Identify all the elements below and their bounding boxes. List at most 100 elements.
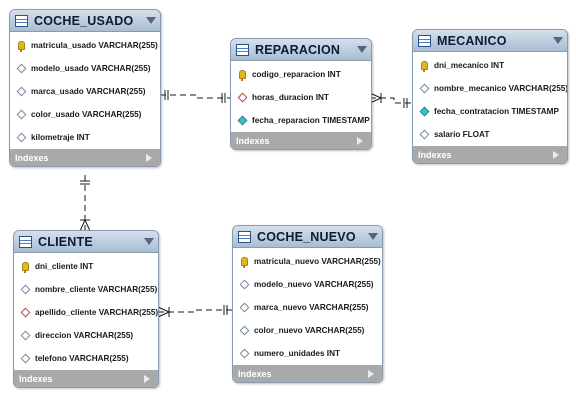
table-name: REPARACION <box>255 42 341 57</box>
indexes-section[interactable]: Indexes <box>413 146 567 163</box>
table-header[interactable]: REPARACION <box>231 39 371 61</box>
table-header[interactable]: COCHE_NUEVO <box>233 226 382 248</box>
table-header[interactable]: COCHE_USADO <box>10 10 160 32</box>
column-label: codigo_reparacion INT <box>252 70 341 79</box>
column-row[interactable]: modelo_nuevo VARCHAR(255) <box>233 273 382 296</box>
column-label: fecha_reparacion TIMESTAMP <box>252 116 370 125</box>
column-row[interactable]: codigo_reparacion INT <box>231 63 371 86</box>
column-label: matricula_nuevo VARCHAR(255) <box>254 257 381 266</box>
table-coche-nuevo[interactable]: COCHE_NUEVO matricula_nuevo VARCHAR(255)… <box>232 225 383 383</box>
column-diamond-icon <box>238 279 250 290</box>
table-icon <box>15 14 28 27</box>
column-diamond-icon <box>15 63 27 74</box>
column-label: color_usado VARCHAR(255) <box>31 110 142 119</box>
column-row[interactable]: nombre_cliente VARCHAR(255) <box>14 278 158 301</box>
column-label: horas_duracion INT <box>252 93 329 102</box>
table-icon <box>236 43 249 56</box>
column-label: telefono VARCHAR(255) <box>35 354 129 363</box>
collapse-arrow-icon[interactable] <box>368 233 378 240</box>
column-label: salario FLOAT <box>434 130 490 139</box>
foreign-key-diamond-icon <box>19 307 31 318</box>
collapse-arrow-icon[interactable] <box>357 46 367 53</box>
column-row[interactable]: fecha_contratacion TIMESTAMP <box>413 100 567 123</box>
column-diamond-icon <box>238 348 250 359</box>
filled-diamond-icon <box>236 115 248 126</box>
primary-key-icon <box>236 70 248 81</box>
column-diamond-icon <box>418 83 430 94</box>
collapse-arrow-icon[interactable] <box>144 238 154 245</box>
column-label: marca_nuevo VARCHAR(255) <box>254 303 369 312</box>
collapse-arrow-icon[interactable] <box>146 17 156 24</box>
column-list: dni_mecanico INT nombre_mecanico VARCHAR… <box>413 52 567 146</box>
column-diamond-icon <box>238 325 250 336</box>
indexes-label: Indexes <box>418 149 452 160</box>
table-name: CLIENTE <box>38 234 93 249</box>
column-row[interactable]: direccion VARCHAR(255) <box>14 324 158 347</box>
indexes-section[interactable]: Indexes <box>14 370 158 387</box>
column-row[interactable]: matricula_usado VARCHAR(255) <box>10 34 160 57</box>
expand-arrow-icon[interactable] <box>146 153 152 162</box>
table-header[interactable]: CLIENTE <box>14 231 158 253</box>
column-row[interactable]: salario FLOAT <box>413 123 567 146</box>
column-diamond-icon <box>19 330 31 341</box>
column-row[interactable]: matricula_nuevo VARCHAR(255) <box>233 250 382 273</box>
indexes-section[interactable]: Indexes <box>233 365 382 382</box>
column-diamond-icon <box>19 353 31 364</box>
column-label: fecha_contratacion TIMESTAMP <box>434 107 559 116</box>
column-label: apellido_cliente VARCHAR(255) <box>35 308 159 317</box>
table-header[interactable]: MECANICO <box>413 30 567 52</box>
column-row[interactable]: nombre_mecanico VARCHAR(255) <box>413 77 567 100</box>
column-row[interactable]: color_usado VARCHAR(255) <box>10 103 160 126</box>
column-row[interactable]: fecha_reparacion TIMESTAMP <box>231 109 371 132</box>
relationship-coche-usado-cliente[interactable] <box>79 175 91 232</box>
column-diamond-icon <box>15 86 27 97</box>
column-row[interactable]: numero_unidades INT <box>233 342 382 365</box>
indexes-section[interactable]: Indexes <box>231 132 371 149</box>
column-list: matricula_nuevo VARCHAR(255) modelo_nuev… <box>233 248 382 365</box>
column-row[interactable]: color_nuevo VARCHAR(255) <box>233 319 382 342</box>
primary-key-icon <box>238 257 250 268</box>
table-cliente[interactable]: CLIENTE dni_cliente INT nombre_cliente V… <box>13 230 159 388</box>
column-row[interactable]: modelo_usado VARCHAR(255) <box>10 57 160 80</box>
column-diamond-icon <box>418 129 430 140</box>
expand-arrow-icon[interactable] <box>553 150 559 159</box>
table-coche-usado[interactable]: COCHE_USADO matricula_usado VARCHAR(255)… <box>9 9 161 167</box>
column-diamond-icon <box>15 132 27 143</box>
column-label: nombre_mecanico VARCHAR(255) <box>434 84 568 93</box>
column-label: matricula_usado VARCHAR(255) <box>31 41 158 50</box>
column-row[interactable]: dni_cliente INT <box>14 255 158 278</box>
column-label: numero_unidades INT <box>254 349 340 358</box>
table-mecanico[interactable]: MECANICO dni_mecanico INT nombre_mecanic… <box>412 29 568 164</box>
collapse-arrow-icon[interactable] <box>553 37 563 44</box>
indexes-label: Indexes <box>238 368 272 379</box>
relationship-reparacion-mecanico[interactable] <box>369 92 413 108</box>
expand-arrow-icon[interactable] <box>368 369 374 378</box>
column-label: kilometraje INT <box>31 133 90 142</box>
column-list: dni_cliente INT nombre_cliente VARCHAR(2… <box>14 253 158 370</box>
column-diamond-icon <box>19 284 31 295</box>
indexes-section[interactable]: Indexes <box>10 149 160 166</box>
column-row[interactable]: marca_nuevo VARCHAR(255) <box>233 296 382 319</box>
column-row[interactable]: telefono VARCHAR(255) <box>14 347 158 370</box>
indexes-label: Indexes <box>15 152 49 163</box>
column-label: color_nuevo VARCHAR(255) <box>254 326 365 335</box>
expand-arrow-icon[interactable] <box>144 374 150 383</box>
column-diamond-icon <box>15 109 27 120</box>
relationship-cliente-coche-nuevo[interactable] <box>157 305 233 318</box>
column-label: marca_usado VARCHAR(255) <box>31 87 146 96</box>
column-row[interactable]: kilometraje INT <box>10 126 160 149</box>
column-label: nombre_cliente VARCHAR(255) <box>35 285 158 294</box>
column-label: direccion VARCHAR(255) <box>35 331 134 340</box>
relationship-coche-usado-reparacion[interactable] <box>160 90 231 103</box>
column-diamond-icon <box>238 302 250 313</box>
expand-arrow-icon[interactable] <box>357 136 363 145</box>
table-icon <box>238 230 251 243</box>
table-reparacion[interactable]: REPARACION codigo_reparacion INT horas_d… <box>230 38 372 150</box>
column-row[interactable]: apellido_cliente VARCHAR(255) <box>14 301 158 324</box>
column-row[interactable]: dni_mecanico INT <box>413 54 567 77</box>
column-row[interactable]: horas_duracion INT <box>231 86 371 109</box>
indexes-label: Indexes <box>236 135 270 146</box>
primary-key-icon <box>15 41 27 52</box>
column-row[interactable]: marca_usado VARCHAR(255) <box>10 80 160 103</box>
